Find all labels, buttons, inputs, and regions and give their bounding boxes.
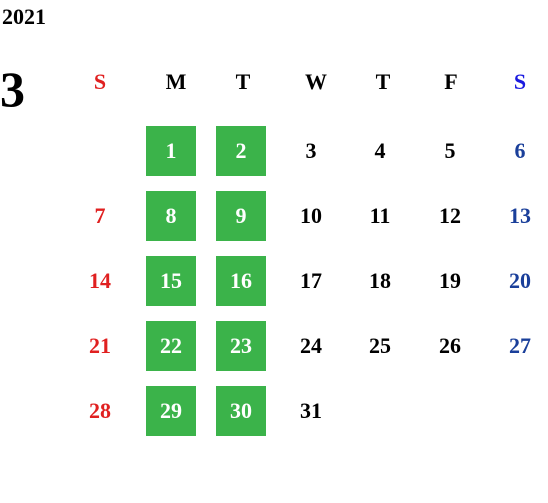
- day-cell-highlighted: 2: [216, 126, 266, 176]
- day-cell: [75, 126, 125, 176]
- day-cell-highlighted: 1: [146, 126, 196, 176]
- weekday-header-sat: S: [513, 69, 527, 94]
- day-cell: 4: [374, 138, 386, 163]
- day-cell: 12: [439, 203, 461, 228]
- day-cell: 17: [300, 268, 322, 293]
- weekday-header-fri: F: [444, 69, 458, 94]
- day-cell: 13: [509, 203, 531, 228]
- day-cell: 7: [94, 203, 106, 228]
- day-cell: 19: [439, 268, 461, 293]
- day-cell: 21: [89, 333, 111, 358]
- day-cell-highlighted: 23: [216, 321, 266, 371]
- day-cell: 5: [444, 138, 456, 163]
- day-cell: 3: [305, 138, 317, 163]
- day-cell-highlighted: 15: [146, 256, 196, 306]
- day-cell: 18: [369, 268, 391, 293]
- weekday-header-sun: S: [93, 69, 107, 94]
- day-cell: 14: [89, 268, 111, 293]
- weekday-header-mon: M: [165, 69, 187, 94]
- day-cell-highlighted: 30: [216, 386, 266, 436]
- year-label: 2021: [2, 4, 46, 29]
- day-cell: 26: [439, 333, 461, 358]
- day-cell-highlighted: 9: [216, 191, 266, 241]
- weekday-header-tue: T: [235, 69, 251, 94]
- day-cell: 24: [300, 333, 322, 358]
- weekday-header-wed: W: [305, 69, 327, 94]
- day-cell-highlighted: 22: [146, 321, 196, 371]
- weekday-header-thu: T: [375, 69, 391, 94]
- day-cell: 27: [509, 333, 531, 358]
- day-cell: 6: [514, 138, 526, 163]
- day-cell: 25: [369, 333, 391, 358]
- day-cell: 10: [300, 203, 322, 228]
- day-cell: 28: [89, 398, 111, 423]
- day-cell-highlighted: 8: [146, 191, 196, 241]
- day-cell: 31: [300, 398, 322, 423]
- month-label: 3: [0, 61, 25, 117]
- day-cell-highlighted: 29: [146, 386, 196, 436]
- day-cell: 11: [369, 203, 391, 228]
- day-cell: 20: [509, 268, 531, 293]
- day-cell-highlighted: 16: [216, 256, 266, 306]
